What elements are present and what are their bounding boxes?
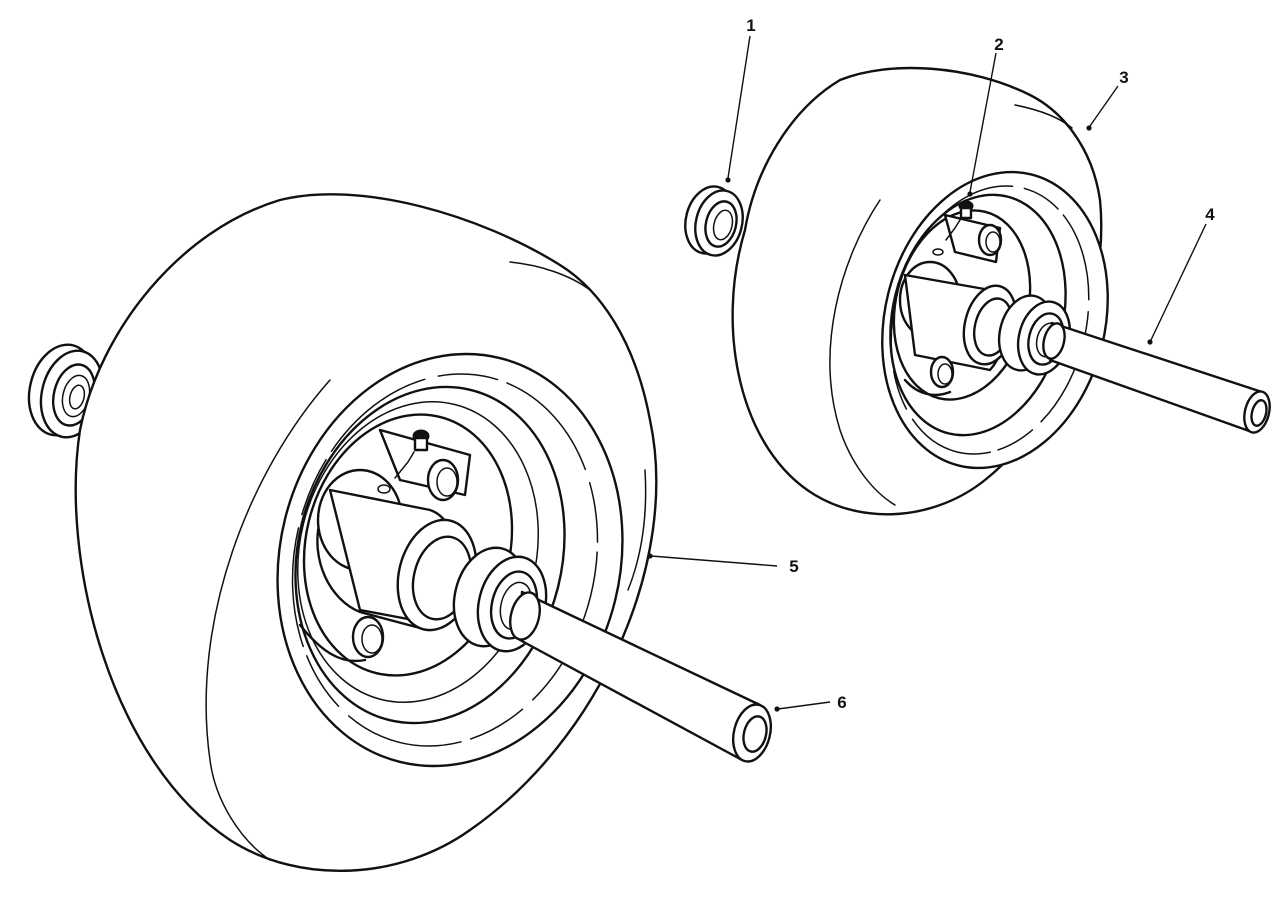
large-wheel-grease-fitting <box>377 429 430 494</box>
callout-label-5: 5 <box>789 557 798 576</box>
callout-label-1: 1 <box>746 16 755 35</box>
callout-5: 5 <box>647 553 799 576</box>
callout-3: 3 <box>1086 68 1129 131</box>
callout-2: 2 <box>967 35 1004 197</box>
callout-label-3: 3 <box>1119 68 1128 87</box>
large-wheel-axle <box>509 590 773 763</box>
small-wheel-assembly <box>684 66 1271 516</box>
callout-6: 6 <box>774 693 847 712</box>
callout-label-4: 4 <box>1205 205 1215 224</box>
large-wheel-assembly <box>27 193 773 873</box>
callout-1: 1 <box>725 16 756 183</box>
callout-4: 4 <box>1147 205 1215 345</box>
callout-label-2: 2 <box>994 35 1003 54</box>
small-wheel-grease-fitting <box>932 200 974 256</box>
small-wheel-flange-bearing <box>684 185 744 257</box>
callout-label-6: 6 <box>837 693 846 712</box>
small-wheel-axle <box>1042 321 1271 434</box>
